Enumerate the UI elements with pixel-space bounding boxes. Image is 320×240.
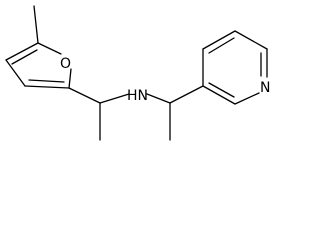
bond-c4-c5	[5, 42, 39, 61]
bond-methyl-furan	[33, 5, 39, 44]
pyridine-nitrogen-label: N	[260, 80, 270, 96]
bond-c4-c5-double	[11, 49, 38, 65]
bond-p2-p3-double	[208, 82, 235, 98]
furan-oxygen-label: O	[60, 56, 71, 72]
bond-p4-p5-double	[208, 37, 235, 54]
bond-p4-p5	[202, 30, 236, 50]
bond-p5-p6	[234, 30, 268, 50]
bond-c3-c4	[5, 59, 26, 87]
pyridine-ring	[202, 30, 268, 105]
amine-label: HN	[127, 88, 148, 104]
bond-n-p2	[234, 92, 260, 105]
bond-ch-nh	[99, 93, 130, 104]
molecule-structure: O HN N	[5, 5, 270, 141]
bond-c2-c3	[24, 85, 70, 89]
bond-p2-p3	[202, 85, 236, 105]
furan-ring	[5, 42, 72, 89]
bond-c5-o	[37, 42, 62, 55]
bond-c2-c3-double	[28, 79, 65, 83]
bond-furan-ch	[68, 87, 101, 104]
bond-ch-pyridine	[169, 85, 204, 104]
bond-o-c2	[68, 68, 72, 89]
bond-nh-ch	[146, 93, 171, 104]
